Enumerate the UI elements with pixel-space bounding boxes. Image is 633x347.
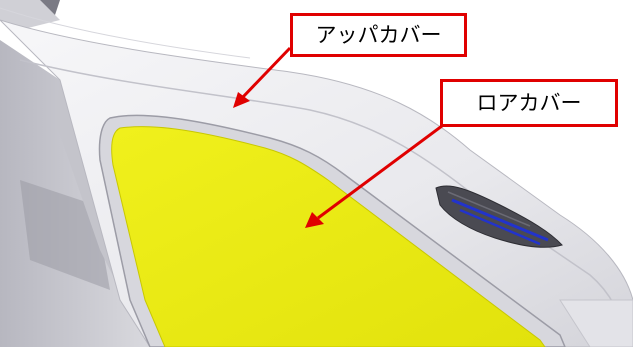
upper-cover-label: アッパカバー bbox=[315, 22, 442, 47]
vent bbox=[435, 185, 563, 248]
lower-cover-arrow bbox=[305, 118, 451, 228]
upper-cover-arrow bbox=[233, 46, 292, 108]
lower-cover bbox=[111, 126, 546, 347]
lower-cover-callout: ロアカバー bbox=[440, 79, 618, 127]
lower-cover-label: ロアカバー bbox=[476, 90, 582, 115]
upper-cover-callout: アッパカバー bbox=[290, 13, 467, 57]
vent-slot bbox=[459, 208, 541, 246]
vent-slot bbox=[451, 198, 549, 242]
